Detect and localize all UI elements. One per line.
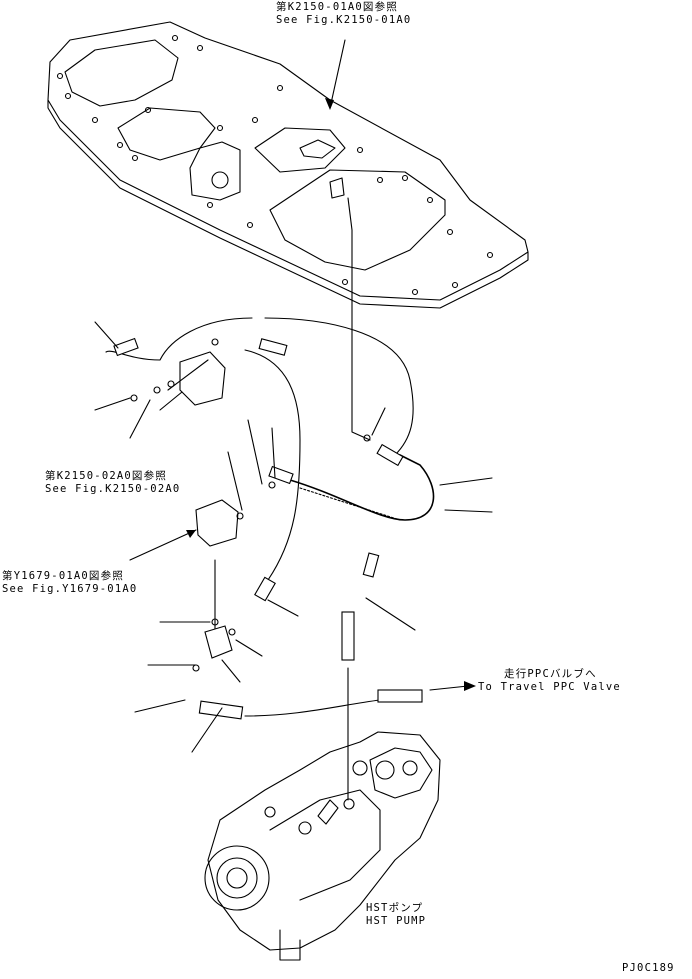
callout-leaders [94,321,493,753]
reference-mid-jp: 第K2150-02A0図参照 [45,470,168,482]
reference-leader-mid [159,391,183,411]
destination-en: To Travel PPC Valve [478,681,621,693]
fittings [113,337,423,720]
reference-leader-left [129,529,197,561]
drawing-code: PJ0C189 [622,962,675,974]
pump-label: HSTポンプ HST PUMP [366,902,426,928]
reference-mid: 第K2150-02A0図参照 See Fig.K2150-02A0 [45,470,180,496]
destination-jp: 走行PPCバルブへ [504,668,597,680]
reference-leader-top [329,39,346,109]
pump-jp: HSTポンプ [366,902,424,914]
pump-en: HST PUMP [366,915,427,927]
hst-pump [204,731,441,961]
reference-left: 第Y1679-01A0図参照 See Fig.Y1679-01A0 [2,570,137,596]
plate-bolt-holes [56,34,494,296]
reference-top-en: See Fig.K2150-01A0 [276,14,412,26]
reference-left-jp: 第Y1679-01A0図参照 [2,570,125,582]
reference-mid-en: See Fig.K2150-02A0 [45,483,181,495]
reference-top-jp: 第K2150-01A0図参照 [276,1,399,13]
floor-plate [47,21,529,309]
destination-arrow [429,685,469,691]
reference-left-en: See Fig.Y1679-01A0 [2,583,138,595]
reference-top: 第K2150-01A0図参照 See Fig.K2150-01A0 [276,1,411,27]
hydraulic-lines [105,197,435,801]
destination-label: 走行PPCバルブへ To Travel PPC Valve [478,668,621,694]
